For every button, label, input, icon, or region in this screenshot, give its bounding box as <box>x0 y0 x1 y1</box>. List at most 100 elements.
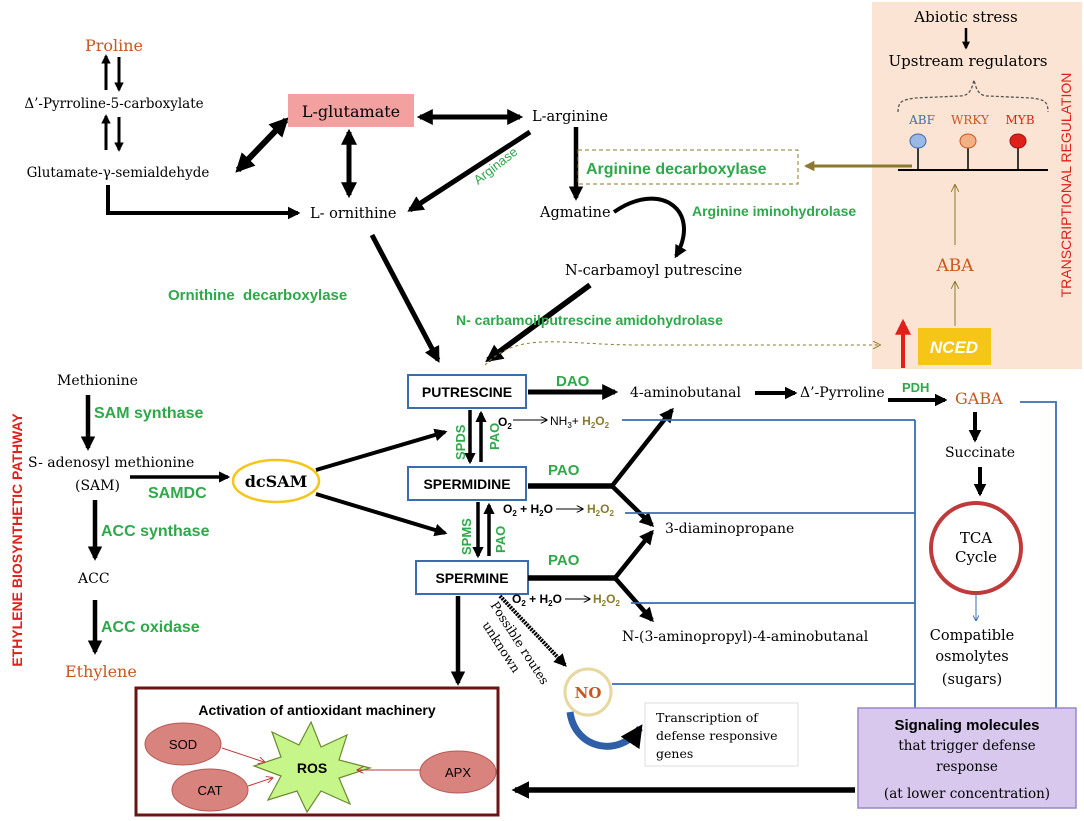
p5c-label: Δ’-Pyrroline-5-carboxylate <box>24 96 203 112</box>
spermine-label: SPERMINE <box>435 570 508 586</box>
dcsam-spermidine-arrow <box>315 428 448 472</box>
abf-marker <box>909 133 927 149</box>
dao-label: DAO <box>556 373 590 390</box>
tca-cycle-circle <box>929 501 1023 595</box>
arginine-decarboxylase-label: Arginine decarboxylase <box>586 161 767 178</box>
proline-label: Proline <box>85 36 143 55</box>
spermine-box <box>415 560 529 595</box>
spms-label: SPMS <box>459 518 474 555</box>
transcription-box <box>644 702 799 767</box>
arginine-label: L-arginine <box>532 109 608 125</box>
apx-label: APX <box>445 765 471 780</box>
acc-label: ACC <box>77 571 110 587</box>
ethylene-pathway-title: ETHYLENE BIOSYNTHETIC PATHWAY <box>9 413 25 667</box>
transcription-line1: Transcription of <box>656 710 759 725</box>
nced-box <box>918 328 991 365</box>
transcriptional-panel <box>872 2 1082 369</box>
glutamate-label: L-glutamate <box>302 102 400 121</box>
signaling-line3: response <box>936 759 998 775</box>
pao-label-3: PAO <box>548 462 580 479</box>
cat-ellipse <box>171 768 249 812</box>
ornithine-putrescine-arrow <box>369 233 441 363</box>
amidohydrolase-label: N- carbamoilputrescine amidohydrolase <box>456 312 723 328</box>
transcriptional-title: TRANSCRIPTIONAL REGULATION <box>1058 73 1074 298</box>
spermidine-label: SPERMIDINE <box>423 476 510 492</box>
no-label: NO <box>575 684 602 702</box>
reaction-put: O2 <box>498 415 512 431</box>
gsa-ornithine-arrow <box>106 185 301 220</box>
dcsam-spermine-arrow <box>315 492 448 537</box>
spm-diaminopropane-arrow <box>613 529 654 580</box>
gsa-glutamate-arrow <box>235 117 289 173</box>
putrescine-label: PUTRESCINE <box>422 384 512 400</box>
sam-label-line1: S- adenosyl methionine <box>28 455 194 471</box>
sam-synthase-label: SAM synthase <box>94 405 203 422</box>
gaba-label: GABA <box>955 389 1003 408</box>
samdc-label: SAMDC <box>148 485 207 502</box>
carbamoyl-putrescine-arrow <box>485 282 592 363</box>
pyrroline-label: Δ’-Pyrroline <box>800 385 885 401</box>
signaling-line2: that trigger defense <box>898 738 1035 754</box>
transcription-line2: defense responsive <box>656 728 778 743</box>
dcsam-ellipse <box>231 458 321 504</box>
acc-synthase-label: ACC synthase <box>101 523 210 540</box>
succinate-label: Succinate <box>945 445 1015 461</box>
reaction-put-products: NH3+ H2O2 <box>550 414 610 430</box>
tca-label-line2: Cycle <box>955 548 997 566</box>
ros-label: ROS <box>297 760 327 776</box>
wrky-label: WRKY <box>951 113 990 127</box>
reaction-spm: O2 + H2O <box>512 592 562 608</box>
tca-label-line1: TCA <box>960 529 992 547</box>
gsa-label: Glutamate-γ-semialdehyde <box>27 165 210 181</box>
aba-label: ABA <box>935 256 974 276</box>
reaction-spd: O2 + H2O <box>503 502 553 518</box>
agmatine-label: Agmatine <box>539 205 611 221</box>
pao-label-2: PAO <box>493 526 508 553</box>
abiotic-stress-label: Abiotic stress <box>913 8 1017 26</box>
osmolytes-line3: (sugars) <box>942 672 1002 688</box>
sod-ellipse <box>144 722 222 766</box>
upstream-regulators-label: Upstream regulators <box>889 52 1048 70</box>
arginine-ornithine-arrow <box>407 129 532 213</box>
sam-label-line2: (SAM) <box>75 478 120 494</box>
myb-label: MYB <box>1005 113 1034 127</box>
pao-label-1: PAO <box>487 423 502 450</box>
spermidine-box <box>407 466 527 501</box>
nced-link <box>484 342 880 366</box>
transcription-line3: genes <box>656 746 693 761</box>
agmatine-carbamoyl-arrow <box>612 196 687 259</box>
diaminopropane-label: 3-diaminopropane <box>665 521 794 537</box>
apx-ellipse <box>419 750 497 794</box>
ethylene-label: Ethylene <box>65 662 137 681</box>
ornithine-label: L- ornithine <box>310 206 397 222</box>
spd-diaminopropane-arrow <box>610 484 655 528</box>
osmolytes-line2: osmolytes <box>935 649 1008 665</box>
ornithine-decarboxylase-label: Ornithine decarboxylase <box>168 287 347 304</box>
spm-no-dotted-arrow <box>498 594 567 667</box>
pdh-label: PDH <box>902 380 929 395</box>
sod-label: SOD <box>169 737 197 752</box>
pao-label-4: PAO <box>548 552 580 569</box>
abf-label: ABF <box>908 113 935 127</box>
osmolytes-line1: Compatible <box>930 628 1014 644</box>
dcsam-label: dcSAM <box>245 472 308 491</box>
wrky-marker <box>959 133 977 149</box>
no-transcription-arrow <box>566 711 643 750</box>
no-circle <box>563 667 613 717</box>
signaling-box <box>857 707 1077 809</box>
myb-marker <box>1009 133 1027 149</box>
spm-aminopropyl-arrow <box>613 576 654 623</box>
cat-label: CAT <box>197 783 222 798</box>
aminopropyl-label: N-(3-aminopropyl)-4-aminobutanal <box>622 629 869 645</box>
reaction-spm-products: H2O2 <box>593 592 620 608</box>
glutamate-box <box>288 94 414 127</box>
signaling-line4: (at lower concentration) <box>884 786 1050 802</box>
signaling-title: Signaling molecules <box>894 717 1039 734</box>
acc-oxidase-label: ACC oxidase <box>101 619 200 636</box>
spds-label: SPDS <box>453 424 468 460</box>
aminobutanal-label: 4-aminobutanal <box>630 385 741 401</box>
reaction-spd-products: H2O2 <box>587 502 614 518</box>
arginine-decarboxylase-box <box>577 149 799 185</box>
ros-star <box>252 720 373 814</box>
